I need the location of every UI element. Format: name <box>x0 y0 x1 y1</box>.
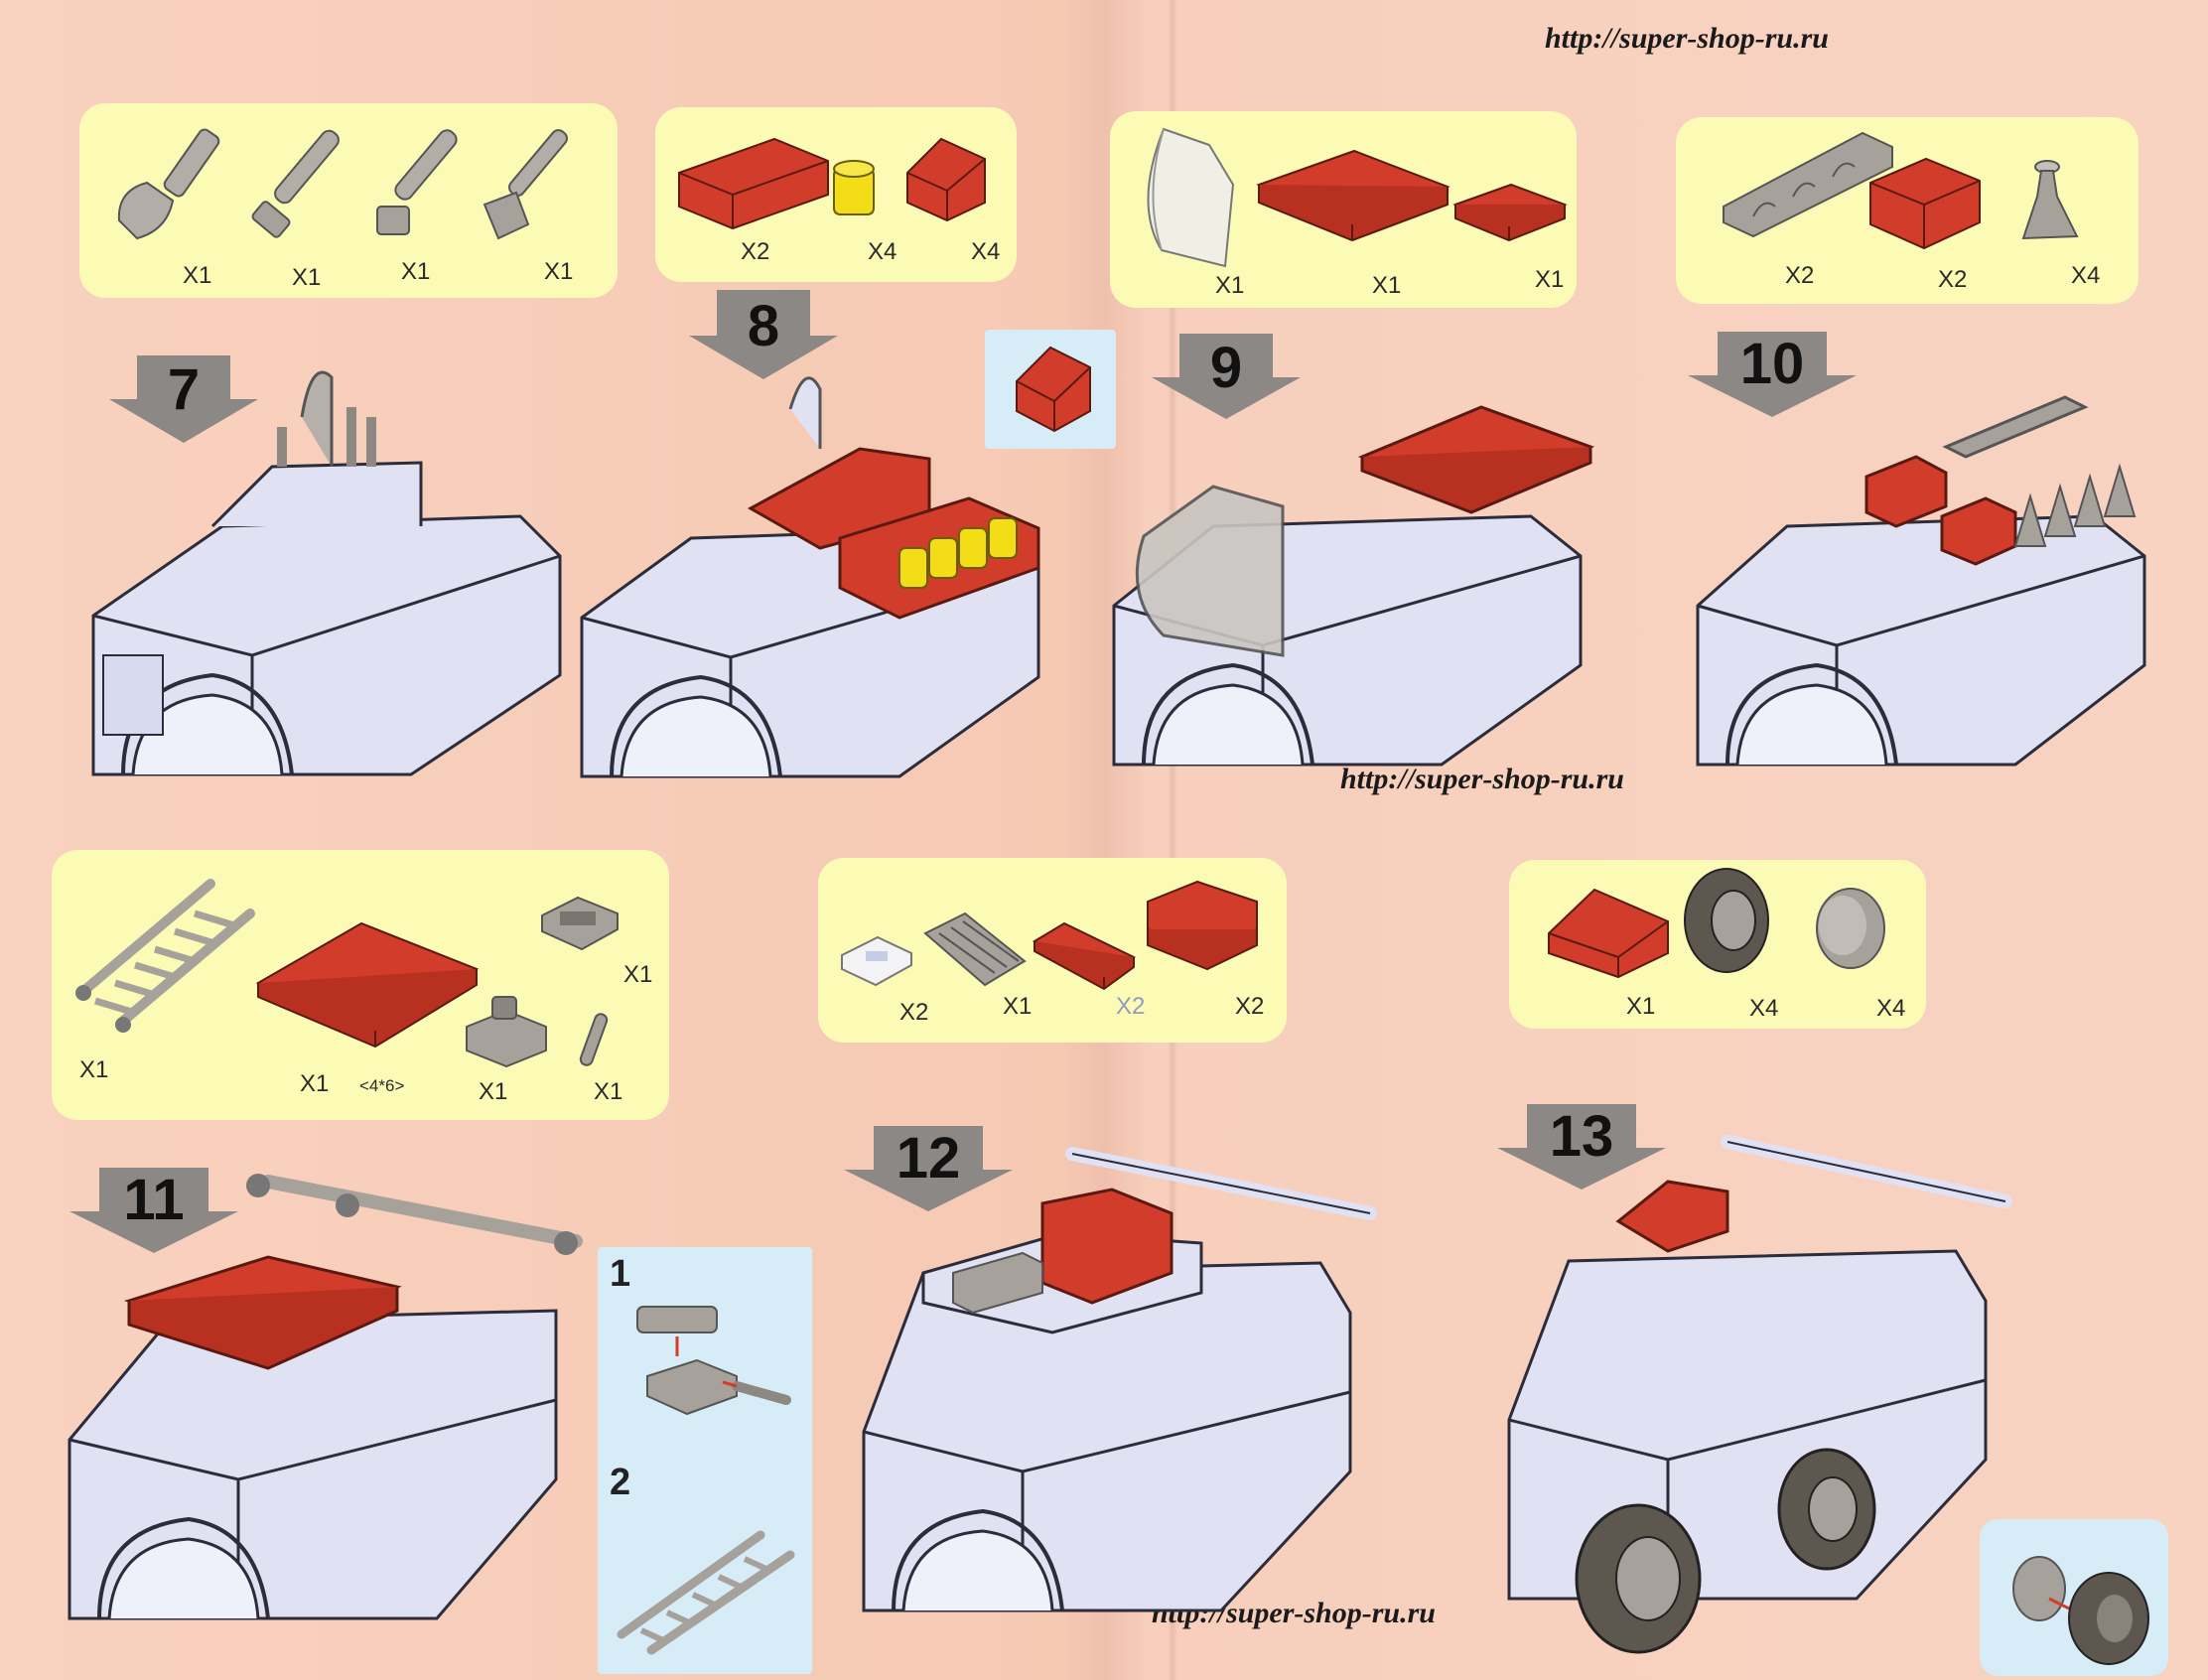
red-slope-brick-icon <box>906 137 986 222</box>
qty-label: X1 <box>544 258 574 285</box>
shovel-icon <box>117 128 220 240</box>
ladder-icon <box>75 879 255 1033</box>
watermark-url-middle: http://super-shop-ru.ru <box>1340 763 1624 795</box>
red-seat-icon <box>1147 880 1258 971</box>
step-8-marker: 8 <box>689 290 838 379</box>
step-number: 12 <box>896 1126 961 1190</box>
qty-label: X1 <box>1535 266 1565 293</box>
axe-icon <box>483 129 568 240</box>
down-arrow-icon <box>1497 1104 1666 1190</box>
qty-label: X1 <box>183 262 212 289</box>
parts-box-step-11: X1 X1 <4*6> X1 X1 X1 <box>52 850 669 1120</box>
qty-label: X4 <box>1749 995 1779 1022</box>
qty-label: X1 <box>479 1078 508 1105</box>
down-arrow-icon <box>109 355 258 443</box>
step-number: 13 <box>1549 1104 1614 1169</box>
qty-label: X4 <box>1876 995 1906 1022</box>
grey-cone-icon <box>2021 160 2079 240</box>
parts-box-step-7: X1 X1 X1 X1 <box>79 103 618 298</box>
qty-label: X2 <box>1116 993 1146 1020</box>
red-plate-4x6-icon <box>255 921 480 1049</box>
hinge-assembly-icon <box>636 1306 791 1416</box>
detail-box-step-8 <box>985 330 1116 449</box>
down-arrow-icon <box>844 1126 1013 1211</box>
watermark-url-top: http://super-shop-ru.ru <box>1545 22 1829 55</box>
qty-label: X1 <box>594 1078 623 1105</box>
qty-label: X1 <box>292 264 322 291</box>
qty-label: X1 <box>1215 272 1245 299</box>
parts-box-step-9: X1 X1 X1 <box>1110 111 1577 308</box>
detail-box-step-11: 1 2 <box>598 1247 812 1674</box>
qty-label: X1 <box>79 1056 109 1083</box>
truck-step-11-illustration <box>68 1174 583 1620</box>
truck-step-13-illustration <box>1507 1135 2012 1654</box>
qty-label: X1 <box>623 961 653 988</box>
down-arrow-icon <box>1688 332 1857 417</box>
parts-box-step-12: X2 X1 X2 X2 <box>818 858 1287 1043</box>
sub-step-number: 2 <box>610 1462 631 1503</box>
qty-label: X4 <box>971 238 1001 265</box>
down-arrow-icon <box>69 1168 238 1253</box>
pin-icon <box>579 1013 609 1066</box>
qty-label: X1 <box>1003 993 1033 1020</box>
parts-box-step-8: X2 X4 X4 <box>655 107 1017 282</box>
step-12-marker: 12 <box>844 1126 1013 1211</box>
step-number: 10 <box>1739 332 1805 396</box>
red-tile-icon <box>1032 921 1137 991</box>
step-11-marker: 11 <box>69 1168 238 1253</box>
grille-tile-icon <box>923 911 1027 987</box>
qty-label: X2 <box>1235 993 1265 1020</box>
down-arrow-icon <box>689 290 838 379</box>
sub-step-number: 1 <box>610 1253 631 1295</box>
qty-label: X4 <box>868 238 897 265</box>
detail-box-step-13 <box>1980 1519 2168 1676</box>
hinge-bracket-icon <box>466 996 547 1068</box>
step-number: 9 <box>1209 336 1243 400</box>
red-plate-4x4-icon <box>1256 149 1450 242</box>
red-brick-2x2-icon <box>1869 157 1981 250</box>
qty-label: X2 <box>1785 262 1815 289</box>
clear-tile-icon <box>841 935 912 987</box>
yellow-round-brick-icon <box>833 160 875 215</box>
qty-label: X1 <box>300 1070 330 1097</box>
truck-step-9-illustration <box>1112 405 1595 767</box>
plate-size-label: <4*6> <box>359 1076 405 1095</box>
step-7-marker: 7 <box>109 355 258 443</box>
qty-label: X2 <box>1938 266 1968 293</box>
step-13-marker: 13 <box>1497 1104 1666 1190</box>
step-number: 7 <box>167 357 201 422</box>
step-9-marker: 9 <box>1152 334 1301 419</box>
hammer-icon <box>376 129 458 235</box>
red-slope-brick-icon <box>1016 346 1091 433</box>
page-fold <box>1168 0 1177 1680</box>
truck-step-8-illustration <box>580 376 1040 778</box>
red-brick-1x4-icon <box>678 137 829 230</box>
parts-box-step-10: X2 X2 X4 <box>1676 117 2139 304</box>
parts-box-step-13: X1 X4 X4 <box>1509 860 1926 1029</box>
grey-rail-icon <box>1723 131 1893 238</box>
qty-label: X1 <box>1372 272 1402 299</box>
step-10-marker: 10 <box>1688 332 1857 417</box>
truck-step-7-illustration <box>91 370 562 776</box>
ladder-icon <box>617 1530 795 1655</box>
qty-label: X4 <box>2071 262 2101 289</box>
red-slope-2x2-icon <box>1548 888 1669 979</box>
step-number: 8 <box>747 294 780 358</box>
tire-icon <box>1684 868 1769 973</box>
truck-step-10-illustration <box>1696 395 2146 767</box>
hinge-plate-icon <box>541 896 619 951</box>
qty-label: X2 <box>899 999 929 1026</box>
truck-step-12-illustration <box>862 1147 1377 1612</box>
screwdriver-icon <box>251 129 340 238</box>
wheel-hub-icon <box>1816 888 1885 969</box>
wheel-assembly-icon <box>2012 1556 2149 1665</box>
qty-label: X1 <box>1626 993 1656 1020</box>
red-plate-2x2-icon <box>1452 183 1568 242</box>
step-number: 11 <box>123 1168 185 1232</box>
qty-label: X2 <box>741 238 770 265</box>
windshield-icon <box>1147 127 1235 268</box>
down-arrow-icon <box>1152 334 1301 419</box>
qty-label: X1 <box>401 258 431 285</box>
